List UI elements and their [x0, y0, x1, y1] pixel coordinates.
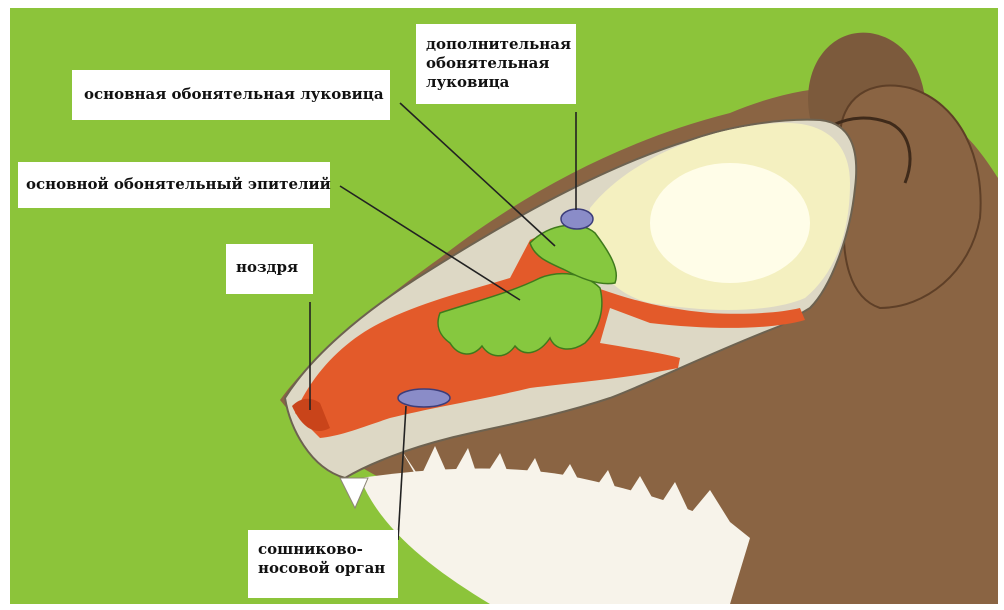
label-accessory-olfactory-bulb: дополнительная обонятельная луковица [416, 24, 576, 104]
label-main-olfactory-bulb: основная обонятельная луковица [72, 70, 390, 120]
brain-highlight [650, 163, 810, 283]
label-vomeronasal-organ: сошниково-носовой орган [248, 530, 398, 598]
label-main-olfactory-epithelium: основной обонятельный эпителий [18, 162, 330, 208]
accessory-bulb-shape [561, 209, 593, 229]
vomeronasal-organ-shape [398, 389, 450, 407]
label-nostril: ноздря [226, 244, 313, 294]
